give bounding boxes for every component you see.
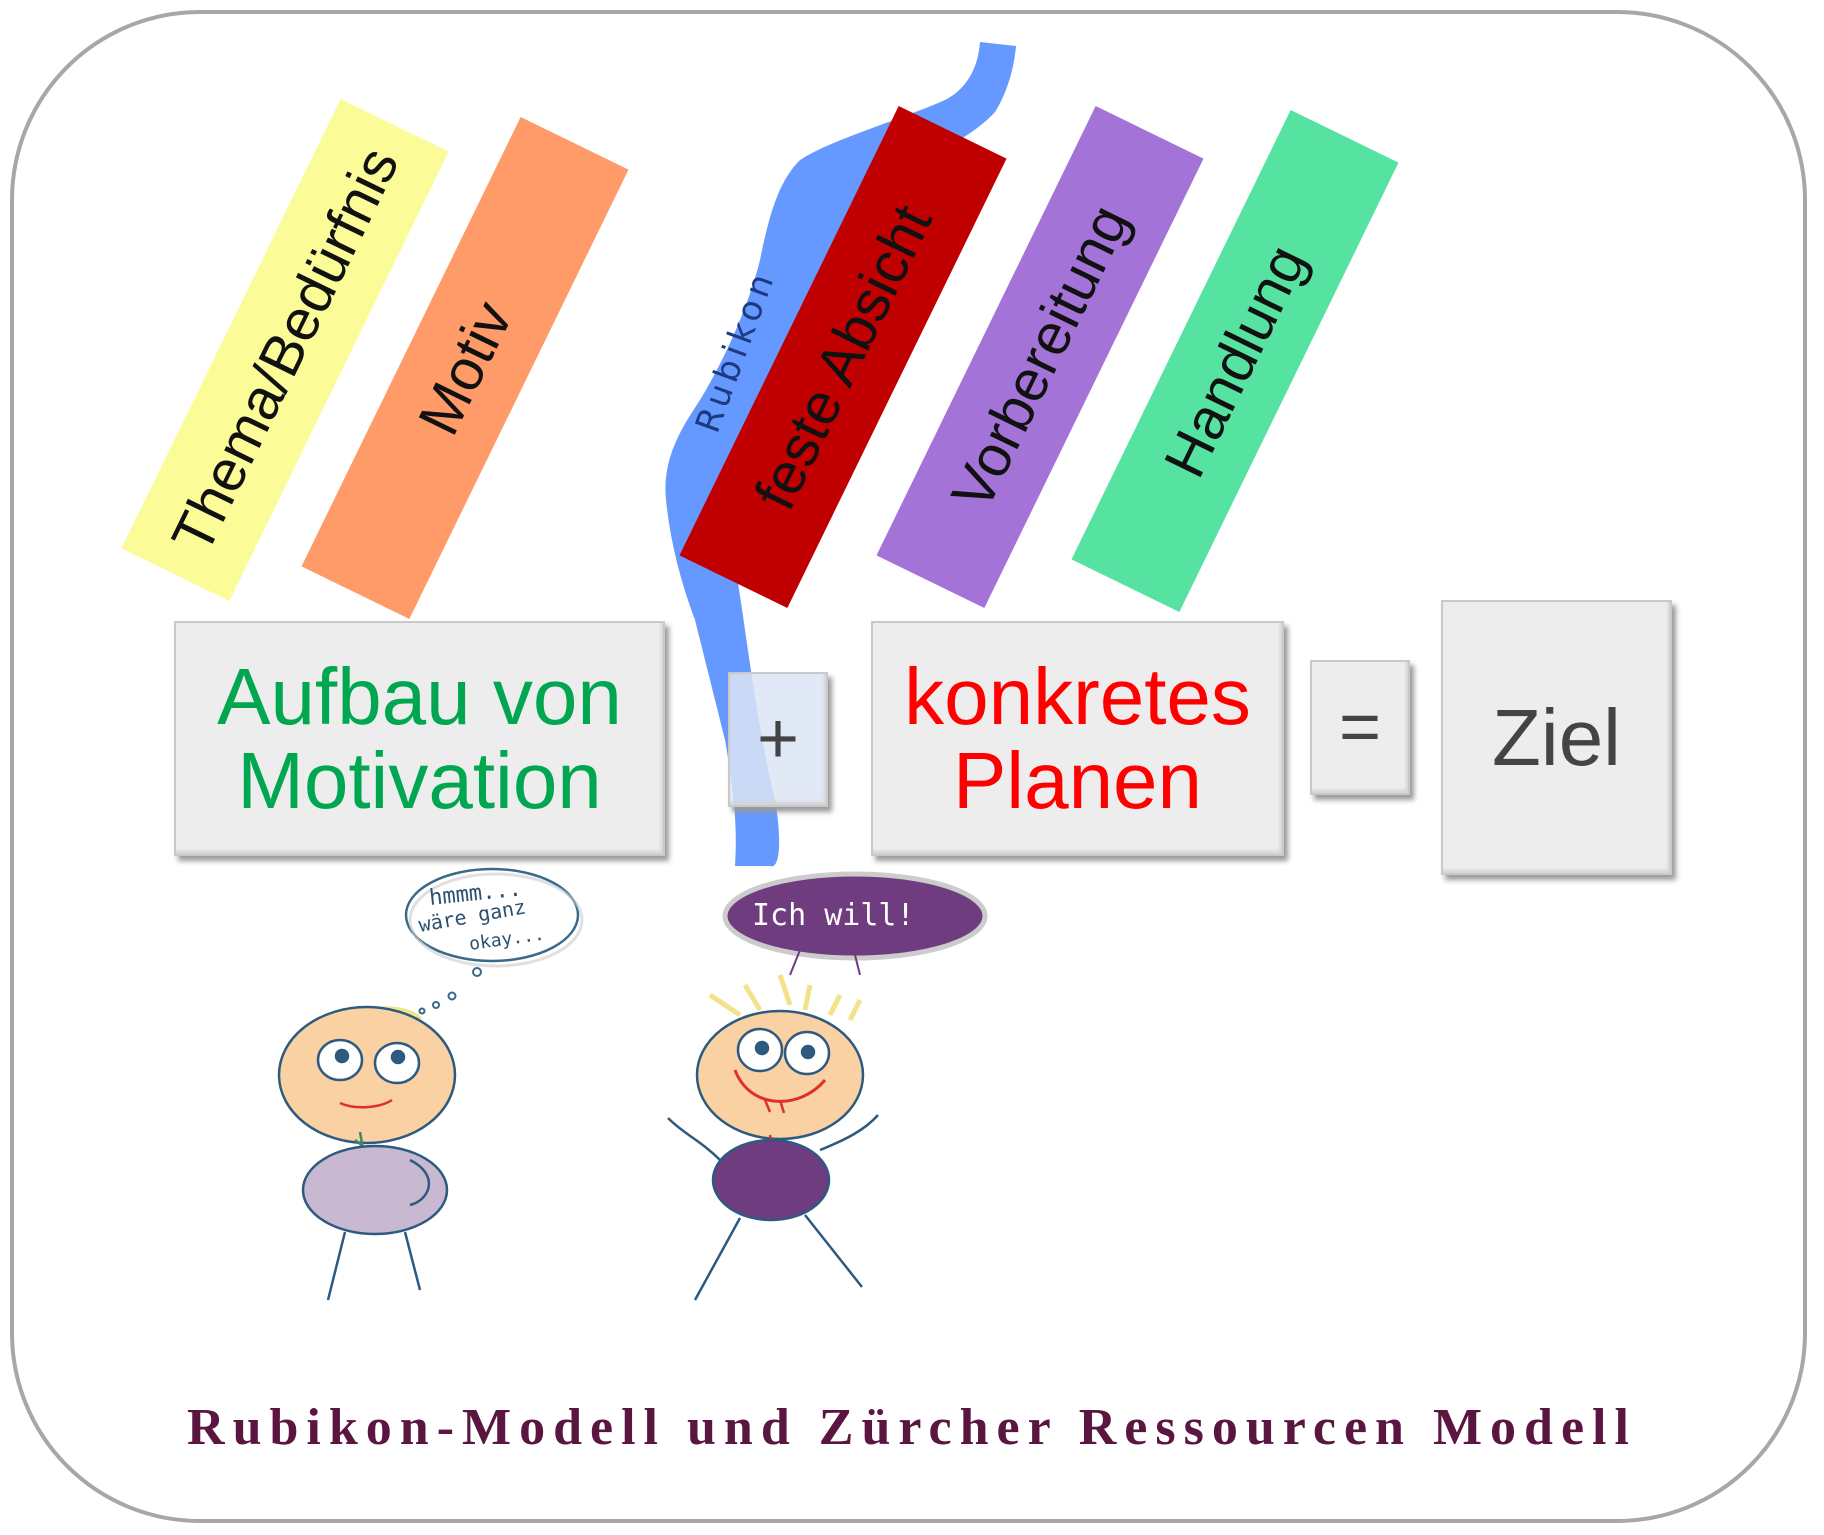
thinker-thought-bubble xyxy=(404,867,584,1015)
result-ziel-box: Ziel xyxy=(1441,600,1672,875)
equals-sign: = xyxy=(1338,686,1382,767)
equals-operator-box: = xyxy=(1310,660,1410,795)
term-motivation-line1: Aufbau von xyxy=(217,651,622,741)
plus-sign: + xyxy=(756,698,800,779)
decider-speech-bubble xyxy=(722,871,988,976)
thinker-figure xyxy=(277,1005,457,1301)
term-motivation-line2: Motivation xyxy=(237,735,602,825)
result-ziel-text: Ziel xyxy=(1492,692,1621,782)
decider-figure xyxy=(667,974,879,1301)
term-motivation-box: Aufbau von Motivation xyxy=(174,621,665,856)
plus-operator-box: + xyxy=(728,672,828,807)
term-planen-line1: konkretes xyxy=(904,651,1251,741)
term-planen-box: konkretes Planen xyxy=(871,621,1284,856)
decider-bubble-text: Ich will! xyxy=(752,898,915,933)
diagram-caption: Rubikon-Modell und Zürcher Ressourcen Mo… xyxy=(187,1399,1637,1456)
term-planen-line2: Planen xyxy=(952,735,1203,825)
